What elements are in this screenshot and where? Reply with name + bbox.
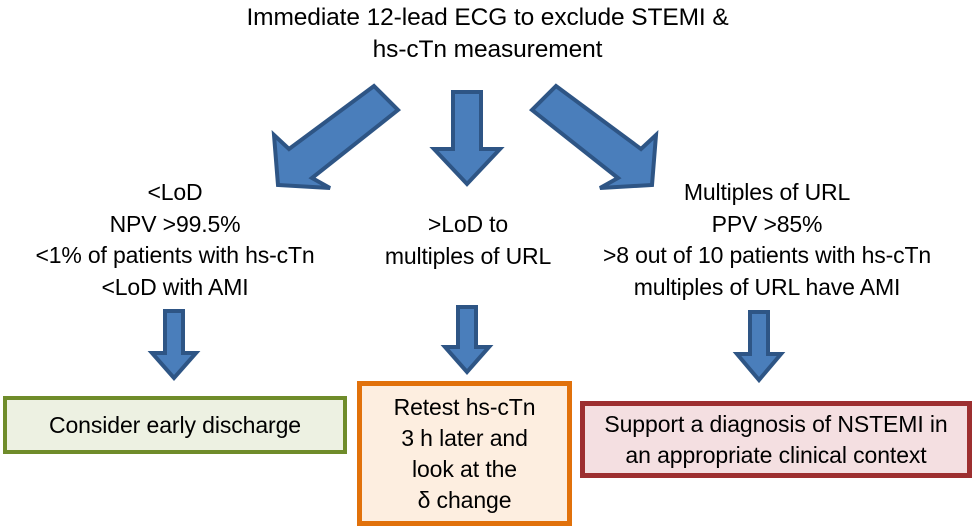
diagram-title: Immediate 12-lead ECG to exclude STEMI &… xyxy=(246,4,729,63)
branch-label-left: <LoD NPV >99.5% <1% of patients with hs-… xyxy=(35,179,315,300)
arrow-down-left-icon xyxy=(258,83,402,190)
outcome-box-consider-early-discharge: Consider early discharge xyxy=(3,396,347,454)
connector-arrow-down-icon-left xyxy=(147,308,201,382)
arrow-down-right-icon xyxy=(528,83,660,191)
outcome-box-support-nstemi-diagnosis: Support a diagnosis of NSTEMI in an appr… xyxy=(580,401,972,478)
branch-label-right: Multiples of URL PPV >85% >8 out of 10 p… xyxy=(602,179,932,300)
connector-arrow-down-icon-right xyxy=(732,309,786,384)
connector-arrow-down-icon-middle xyxy=(440,304,494,376)
arrow-down-icon xyxy=(429,89,505,187)
outcome-box-retest-hs-ctn: Retest hs-cTn 3 h later and look at the … xyxy=(357,381,572,526)
branch-label-middle: >LoD to multiples of URL xyxy=(384,211,552,269)
